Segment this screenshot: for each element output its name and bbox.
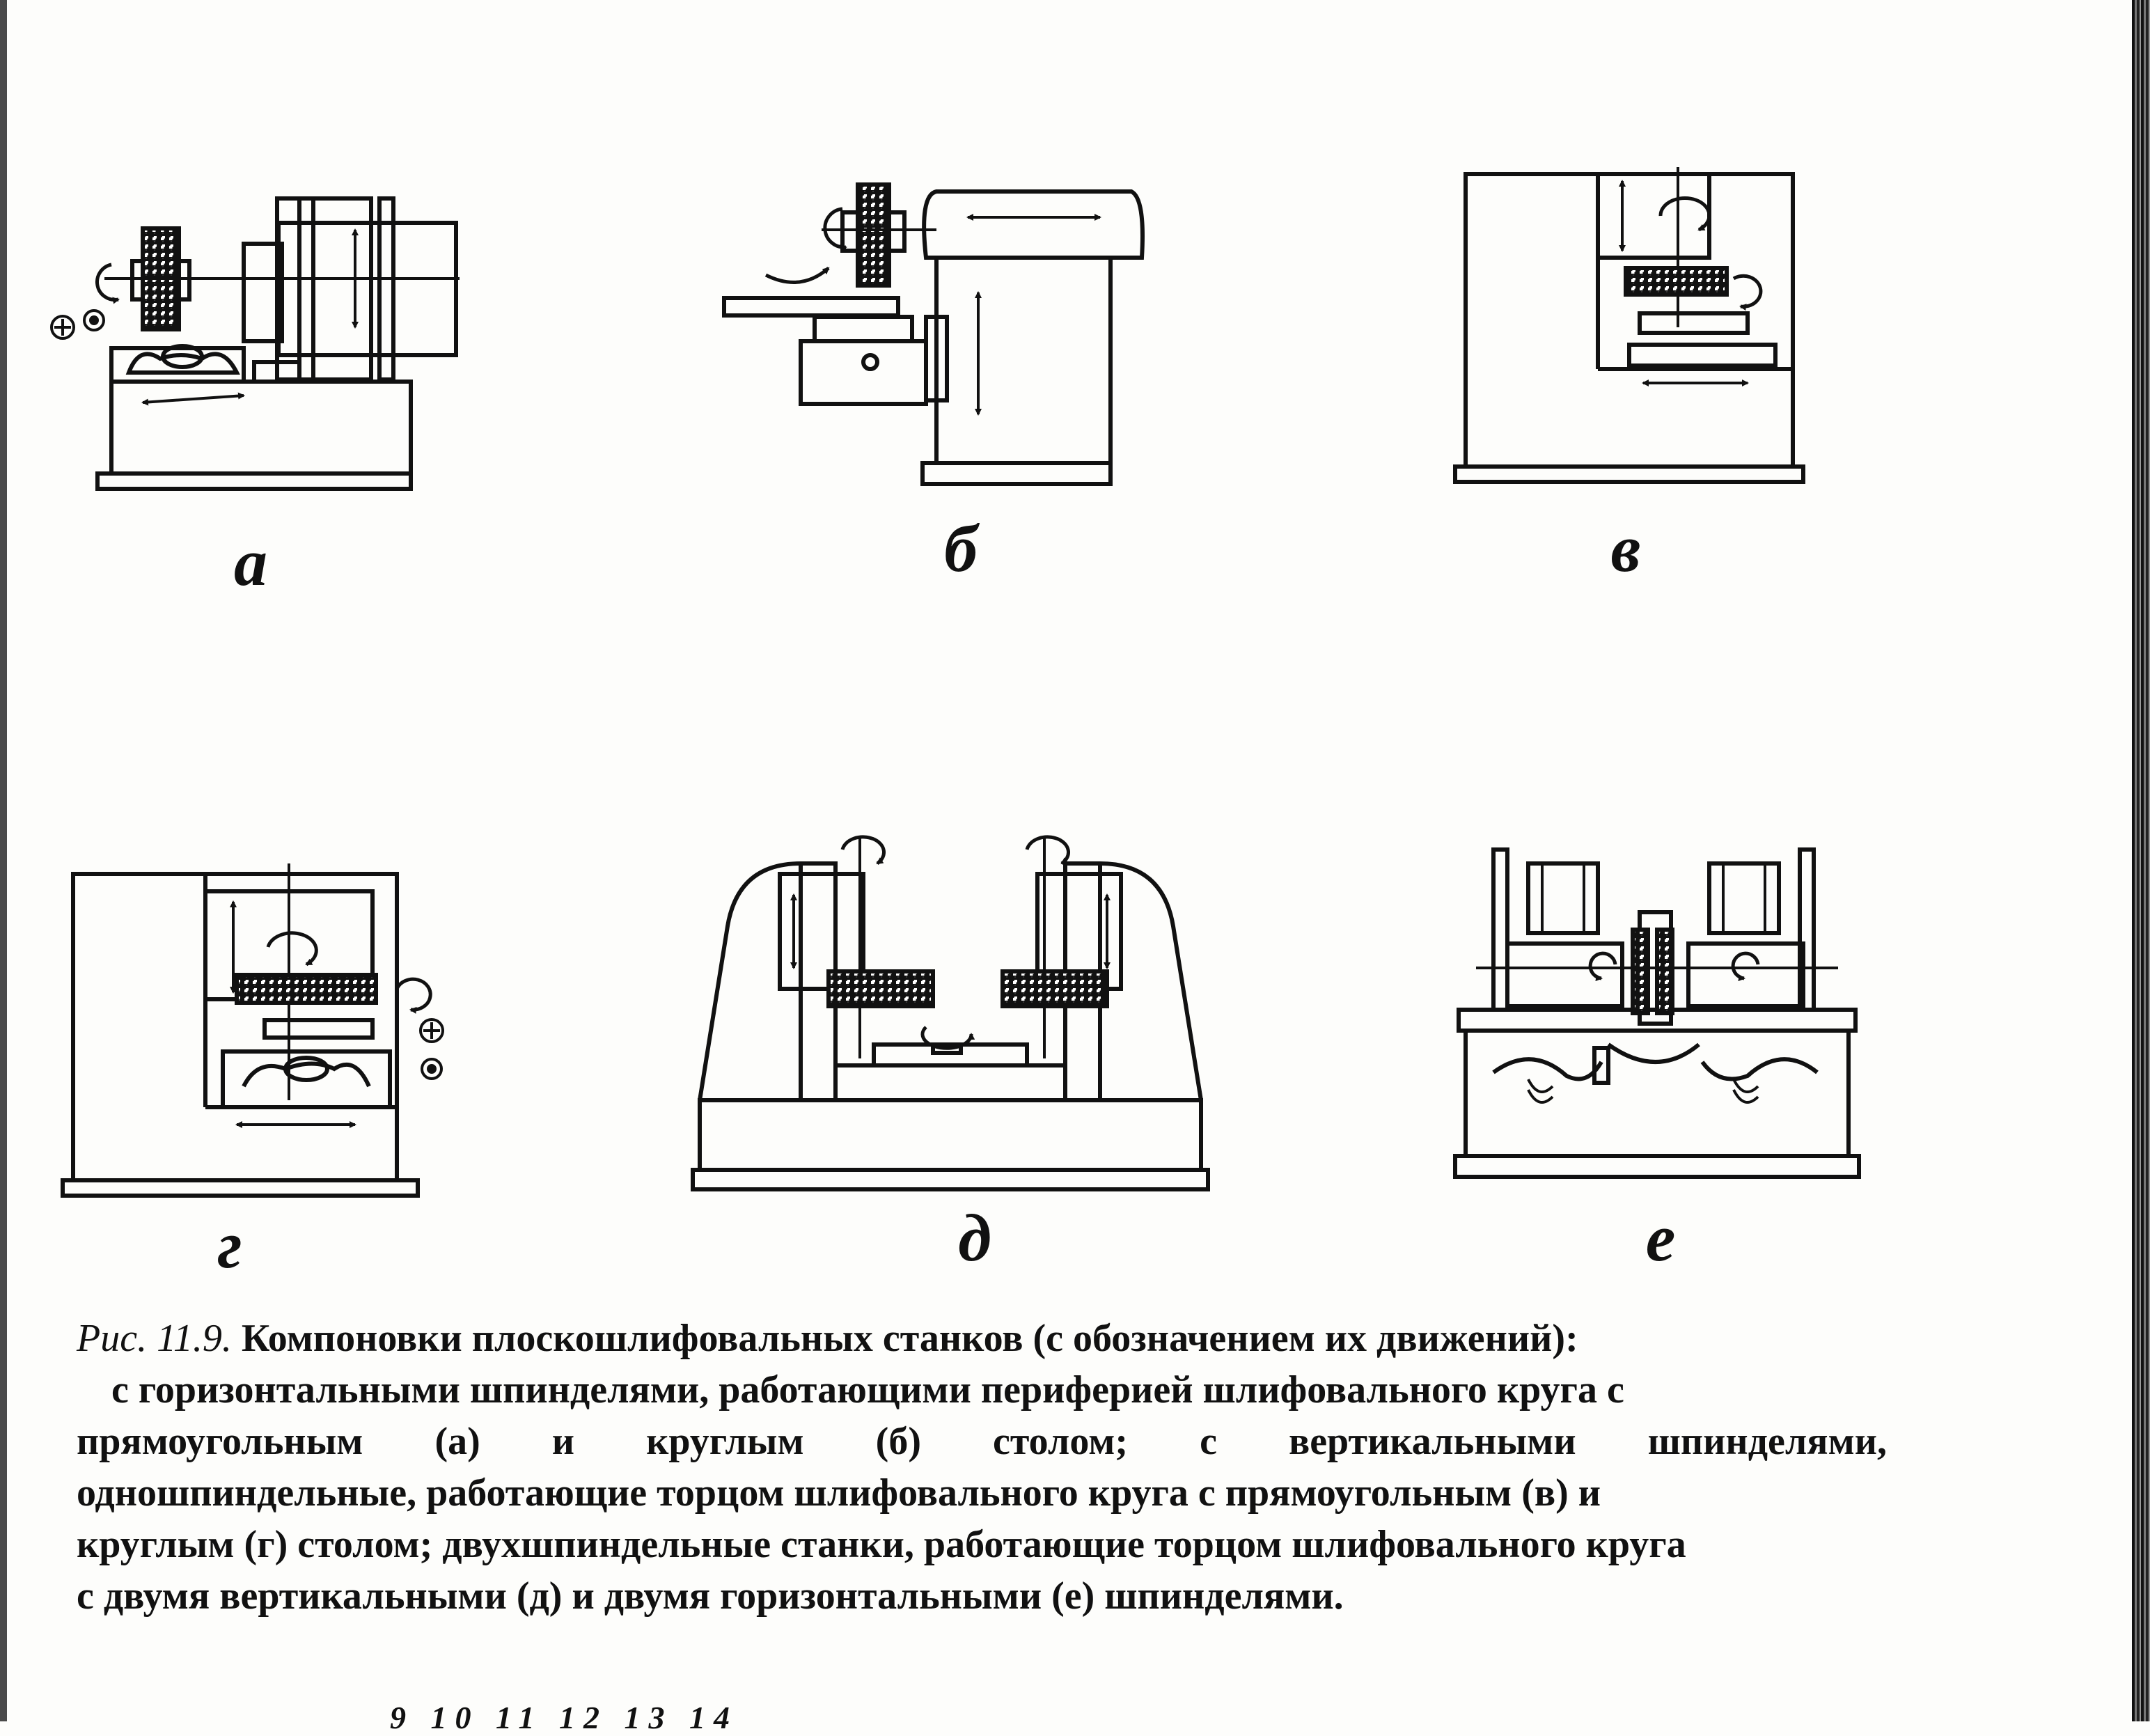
label-v: в bbox=[1610, 511, 1641, 586]
figure-number: Рис. 11.9. bbox=[77, 1317, 232, 1360]
machine-e bbox=[1453, 847, 1861, 1179]
machine-b bbox=[722, 182, 1145, 486]
figure-caption: Рис. 11.9. Компоновки плоскошлифовальных… bbox=[77, 1313, 1887, 1622]
caption-title-line: Рис. 11.9. Компоновки плоскошлифовальных… bbox=[77, 1313, 1887, 1364]
machine-g bbox=[61, 863, 444, 1198]
label-g: г bbox=[217, 1207, 242, 1282]
footer-part-numbers: 9 10 11 12 13 14 bbox=[390, 1700, 738, 1735]
label-e: е bbox=[1645, 1201, 1676, 1275]
scan-edge-right bbox=[2132, 0, 2150, 1721]
machine-a bbox=[50, 196, 460, 491]
machine-v bbox=[1453, 167, 1805, 484]
caption-line-1: с горизонтальными шпинделями, работающим… bbox=[111, 1368, 1624, 1412]
machine-d bbox=[691, 835, 1210, 1191]
caption-title: Компоновки плоскошлифовальных станков (с… bbox=[231, 1317, 1578, 1360]
caption-line-4: круглым (г) столом; двухшпиндельные стан… bbox=[77, 1523, 1686, 1566]
caption-line-3: одношпиндельные, работающие торцом шлифо… bbox=[77, 1471, 1601, 1515]
caption-line-5: с двумя вертикальными (д) и двумя горизо… bbox=[77, 1574, 1344, 1618]
label-d: д bbox=[958, 1201, 991, 1275]
label-a: а bbox=[234, 525, 267, 600]
scan-edge-left bbox=[0, 0, 7, 1721]
label-b: б bbox=[944, 511, 978, 586]
caption-line-2: прямоугольным (а) и круглым (б) столом; … bbox=[77, 1420, 1887, 1463]
